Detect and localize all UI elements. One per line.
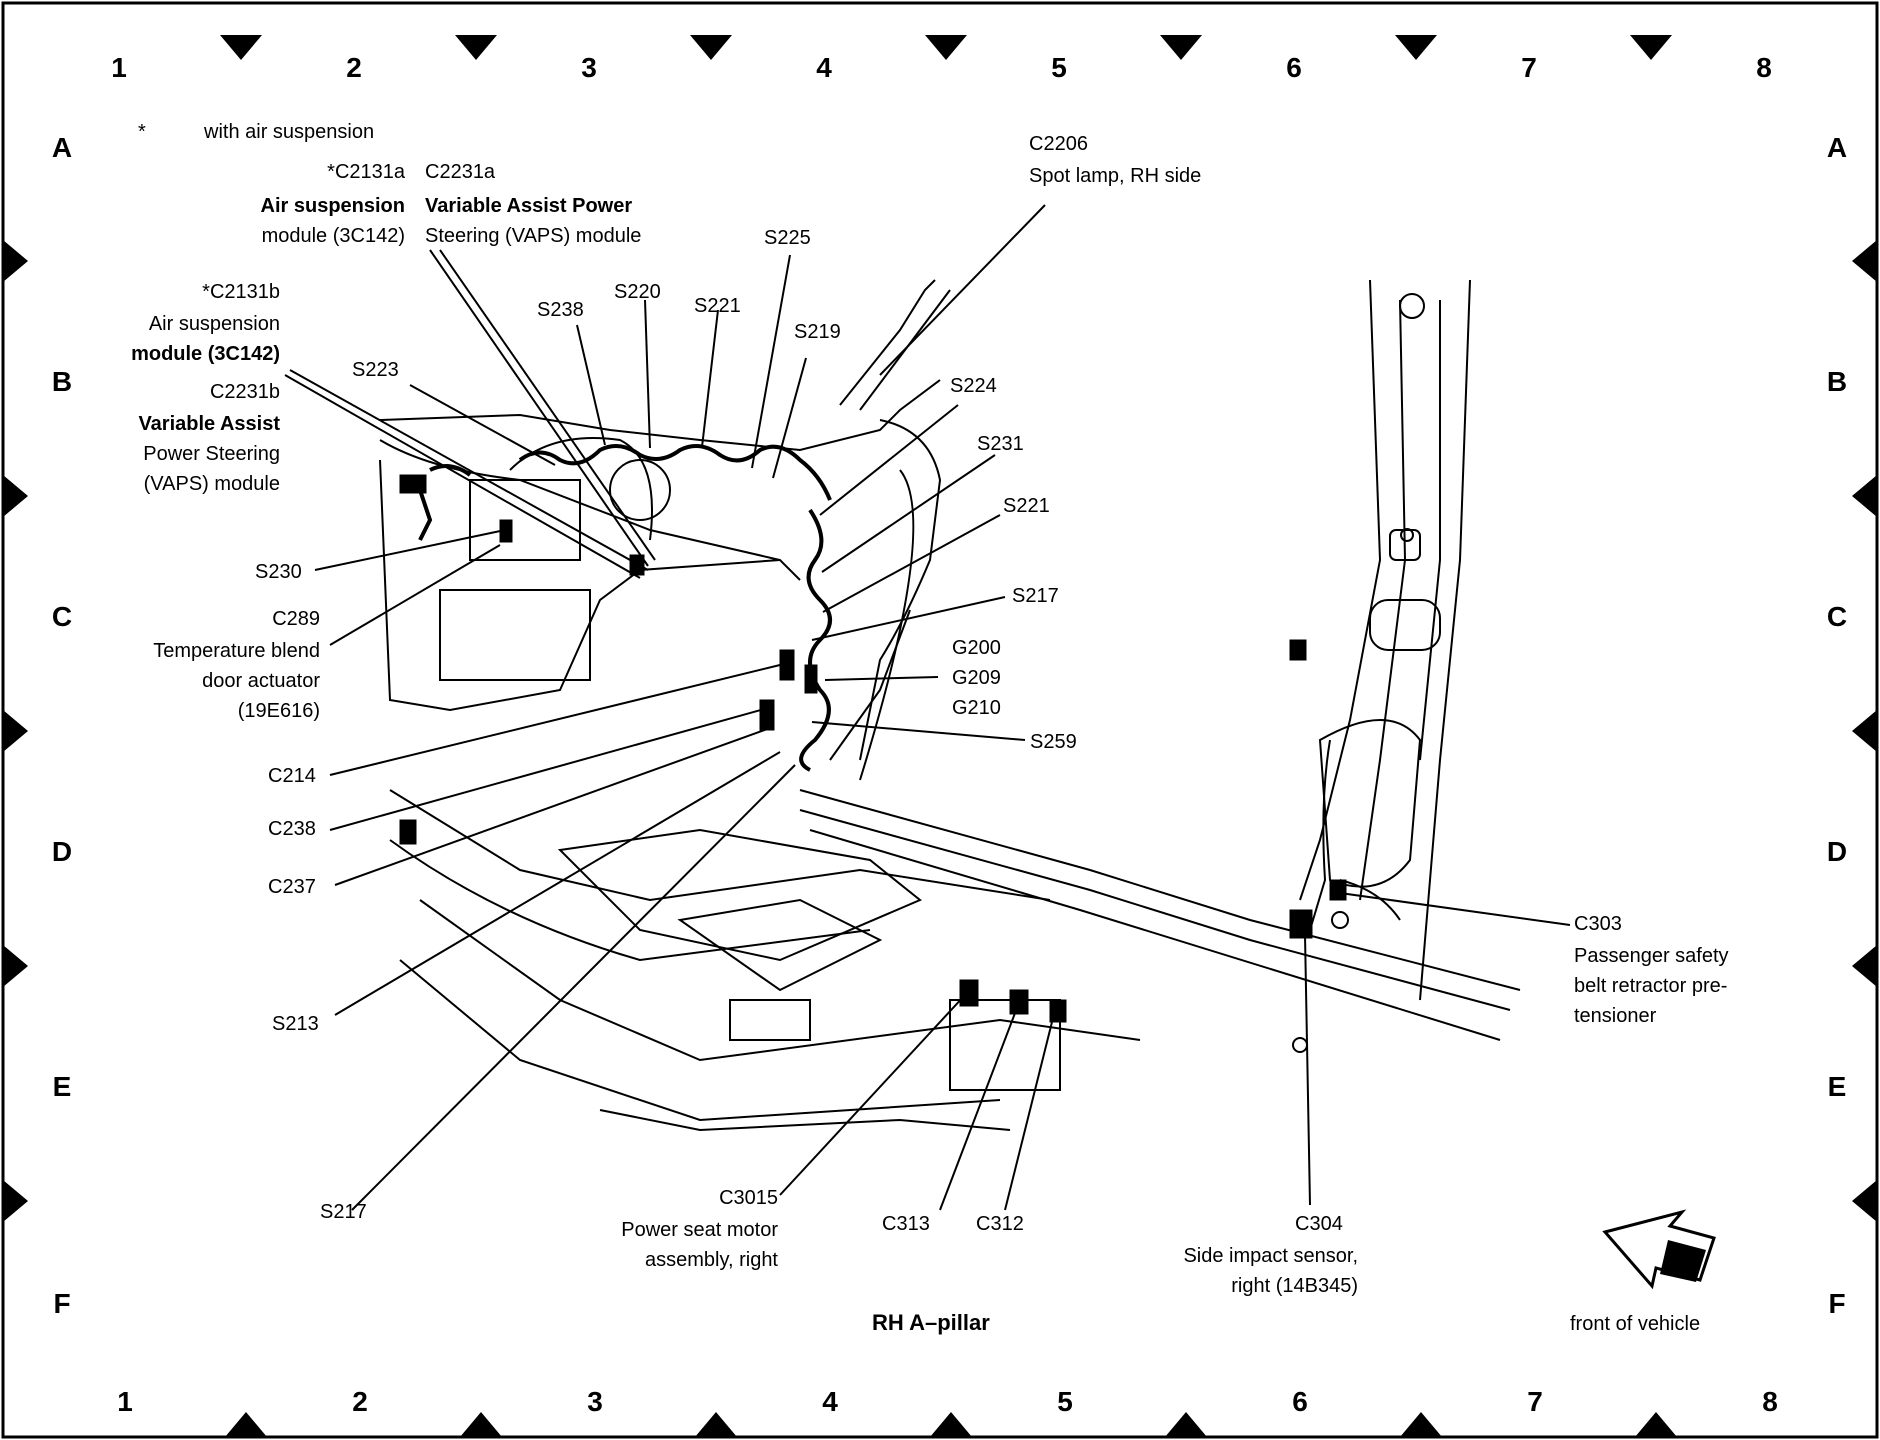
callout-c303-desc2: belt retractor pre- bbox=[1574, 975, 1728, 997]
top-grid-markers bbox=[220, 35, 1672, 60]
grid-col-bottom-1: 1 bbox=[117, 1386, 133, 1417]
grid-row-left-b: B bbox=[51, 366, 73, 397]
callout-s238: S238 bbox=[537, 299, 584, 321]
grid-row-right-e: E bbox=[1827, 1071, 1847, 1102]
right-grid-markers bbox=[1852, 240, 1877, 1222]
vehicle-drawing bbox=[379, 279, 1521, 1132]
callout-c237: C237 bbox=[268, 876, 316, 898]
leader-lines bbox=[284, 204, 1571, 1211]
callout-s219: S219 bbox=[794, 321, 841, 343]
grid-col-top-2: 2 bbox=[346, 52, 362, 83]
front-arrow-icon bbox=[1602, 1209, 1716, 1290]
callout-c2231a-desc2: Steering (VAPS) module bbox=[425, 225, 642, 247]
callout-s221-top: S221 bbox=[694, 295, 741, 317]
grid-col-top-6: 6 bbox=[1286, 52, 1302, 83]
grid-row-left-c: C bbox=[51, 601, 73, 632]
callout-c313: C313 bbox=[882, 1213, 930, 1235]
callout-c238: C238 bbox=[268, 818, 316, 840]
callout-s221-mid: S221 bbox=[1003, 495, 1050, 517]
grid-col-bottom-2: 2 bbox=[352, 1386, 368, 1417]
callout-c312: C312 bbox=[976, 1213, 1024, 1235]
callout-s224: S224 bbox=[950, 375, 997, 397]
callout-c289-desc2: door actuator bbox=[202, 670, 320, 692]
grid-row-right-f: F bbox=[1828, 1288, 1846, 1319]
grid-col-bottom-5: 5 bbox=[1057, 1386, 1073, 1417]
grid-col-top-8: 8 bbox=[1756, 52, 1772, 83]
bottom-grid-markers bbox=[225, 1412, 1677, 1437]
callout-c3015-desc2: assembly, right bbox=[644, 1249, 778, 1271]
grid-row-right-d: D bbox=[1826, 836, 1848, 867]
diagram-title: RH A–pillar bbox=[872, 1310, 990, 1335]
legend-text: with air suspension bbox=[204, 121, 375, 143]
grid-col-top-7: 7 bbox=[1521, 52, 1537, 83]
grid-col-top-5: 5 bbox=[1051, 52, 1067, 83]
callout-c2206-id: C2206 bbox=[1029, 133, 1088, 155]
callout-s231: S231 bbox=[977, 433, 1024, 455]
grid-col-top-4: 4 bbox=[816, 52, 832, 83]
callout-c214: C214 bbox=[268, 765, 316, 787]
callout-c304-desc2: right (14B345) bbox=[1231, 1275, 1358, 1297]
grid-row-left-d: D bbox=[51, 836, 73, 867]
callout-c2231a-id: C2231a bbox=[425, 161, 496, 183]
callout-c2131a-desc2: module (3C142) bbox=[261, 225, 405, 247]
callout-c2231a-desc1: Variable Assist Power bbox=[425, 195, 633, 217]
callout-c2131b-id: *C2131b bbox=[202, 281, 280, 303]
grid-row-left-a: A bbox=[51, 132, 73, 163]
callout-c303-desc3: tensioner bbox=[1574, 1005, 1657, 1027]
left-grid-markers bbox=[3, 240, 28, 1222]
callout-s259: S259 bbox=[1030, 731, 1077, 753]
legend-marker: * bbox=[138, 121, 146, 143]
callout-g209: G209 bbox=[952, 667, 1001, 689]
grid-row-right-a: A bbox=[1826, 132, 1848, 163]
callout-c289-desc3: (19E616) bbox=[237, 700, 320, 722]
callout-c304-id: C304 bbox=[1295, 1213, 1343, 1235]
grid-col-bottom-7: 7 bbox=[1527, 1386, 1543, 1417]
callout-s220: S220 bbox=[614, 281, 661, 303]
grid-row-left-e: E bbox=[52, 1071, 72, 1102]
grid-col-top-1: 1 bbox=[111, 52, 127, 83]
callout-s223: S223 bbox=[352, 359, 399, 381]
callout-s217-low: S217 bbox=[320, 1201, 367, 1223]
callout-g200: G200 bbox=[952, 637, 1001, 659]
front-of-vehicle-label: front of vehicle bbox=[1570, 1313, 1701, 1335]
connectors bbox=[399, 474, 1347, 1023]
callout-s217-mid: S217 bbox=[1012, 585, 1059, 607]
grid-col-bottom-3: 3 bbox=[587, 1386, 603, 1417]
callout-c303-id: C303 bbox=[1574, 913, 1622, 935]
callout-c2206-desc: Spot lamp, RH side bbox=[1029, 165, 1202, 187]
callout-c289-id: C289 bbox=[272, 608, 320, 630]
callout-c289-desc1: Temperature blend bbox=[153, 640, 320, 662]
grid-col-bottom-6: 6 bbox=[1292, 1386, 1308, 1417]
grid-col-bottom-4: 4 bbox=[822, 1386, 838, 1417]
grid-row-right-b: B bbox=[1826, 366, 1848, 397]
callout-c304-desc1: Side impact sensor, bbox=[1183, 1245, 1358, 1267]
grid-col-bottom-8: 8 bbox=[1762, 1386, 1778, 1417]
callout-c2231b-desc2: Power Steering bbox=[143, 443, 280, 465]
callout-s225: S225 bbox=[764, 227, 811, 249]
callout-g210: G210 bbox=[952, 697, 1001, 719]
grid-row-right-c: C bbox=[1826, 601, 1848, 632]
callout-c3015-id: C3015 bbox=[719, 1187, 778, 1209]
callout-c2231b-desc1: Variable Assist bbox=[138, 413, 280, 435]
callout-s213: S213 bbox=[272, 1013, 319, 1035]
callout-c2131b-desc1: Air suspension bbox=[148, 313, 280, 335]
callout-c2131b-desc2: module (3C142) bbox=[131, 343, 280, 365]
grid-col-top-3: 3 bbox=[581, 52, 597, 83]
callout-c3015-desc1: Power seat motor bbox=[621, 1219, 778, 1241]
callout-c2231b-desc3: (VAPS) module bbox=[143, 473, 280, 495]
callout-c2231b-id: C2231b bbox=[209, 381, 280, 403]
callout-s230: S230 bbox=[255, 561, 302, 583]
wire-harness bbox=[418, 444, 832, 772]
callout-c2131a-desc1: Air suspension bbox=[260, 195, 405, 217]
grid-row-left-f: F bbox=[53, 1288, 71, 1319]
callout-c2131a-id: *C2131a bbox=[327, 161, 405, 183]
callout-c303-desc1: Passenger safety bbox=[1574, 945, 1729, 967]
